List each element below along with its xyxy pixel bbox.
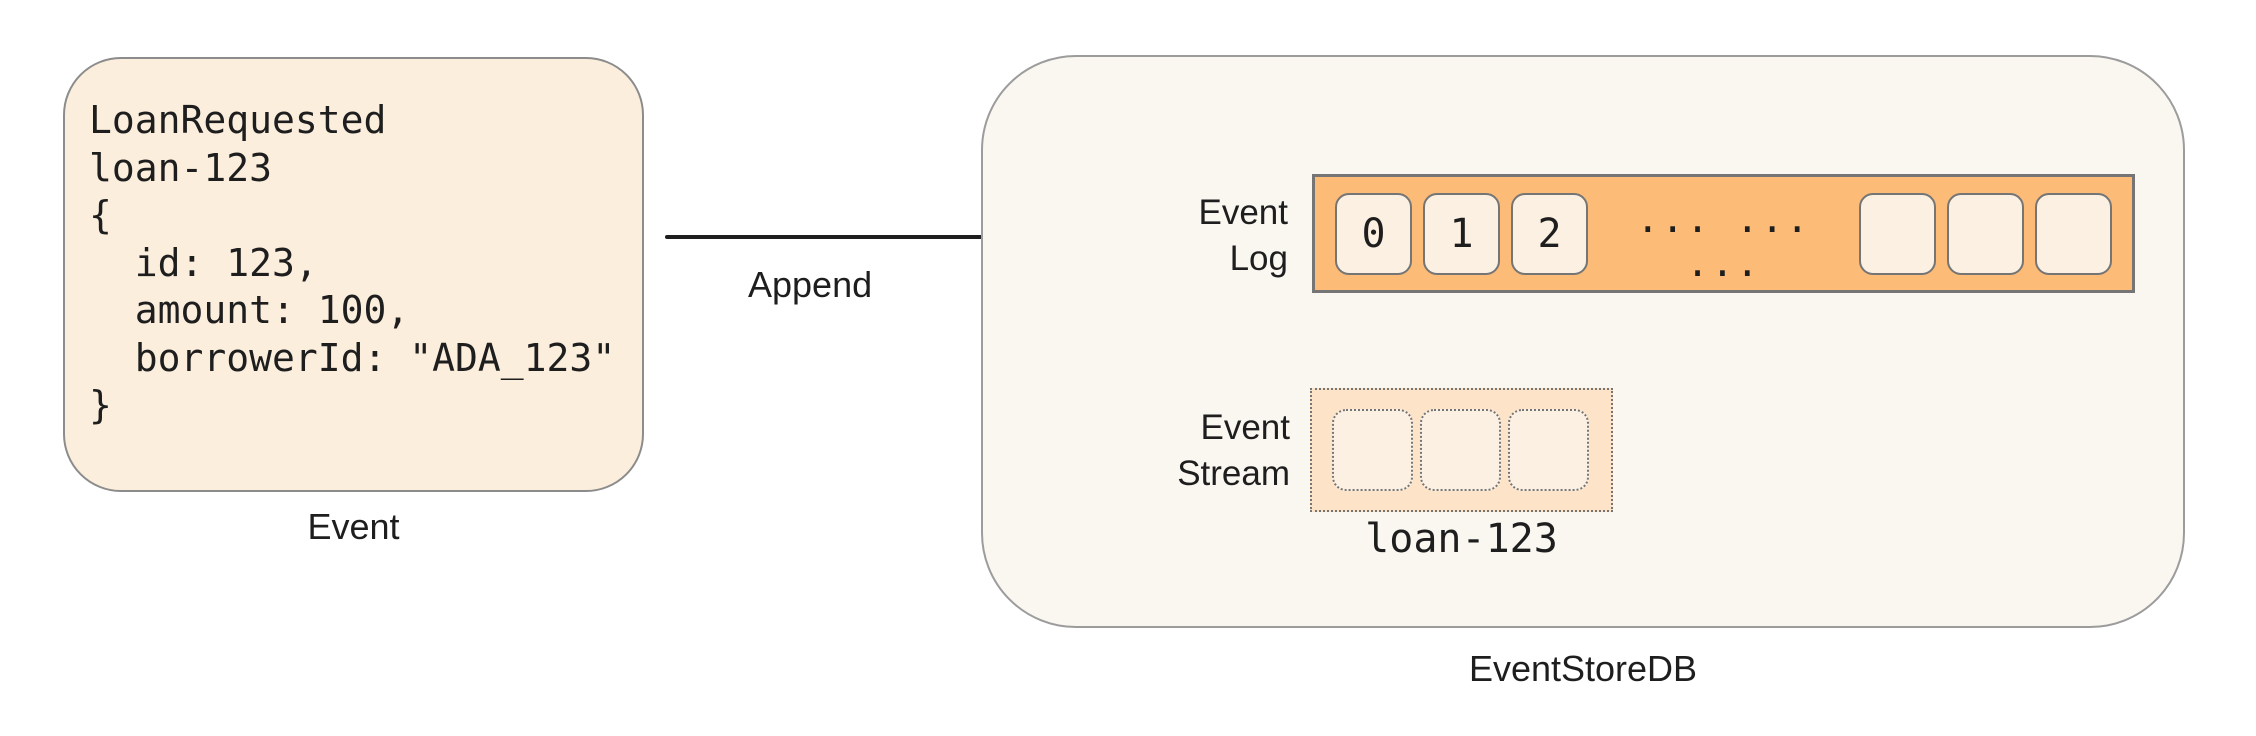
event-log-empty-cell <box>1947 192 2024 275</box>
event-stream-label-line1: Event <box>1200 408 1291 447</box>
append-arrow-label: Append <box>748 264 873 305</box>
event-stream-box <box>1310 388 1613 512</box>
event-stream-label-line2: Stream <box>1177 454 1290 493</box>
event-log-cell: 0 <box>1335 192 1412 275</box>
event-log-cell: 2 <box>1511 192 1588 275</box>
event-log-cell-value: 2 <box>1537 210 1562 257</box>
event-card: LoanRequested loan-123 { id: 123, amount… <box>63 57 644 492</box>
event-stream-empty-cell <box>1508 409 1589 491</box>
event-log-empty-cells <box>1859 192 2112 275</box>
event-log-cell-value: 0 <box>1361 210 1386 257</box>
event-card-label: Event <box>307 506 400 547</box>
event-log-label: Event Log <box>1040 190 1289 282</box>
event-stream-empty-cell <box>1332 409 1413 491</box>
event-stream-empty-cell <box>1420 409 1501 491</box>
event-log-bar: 0 1 2 ... ... ... <box>1312 174 2135 293</box>
event-log-label-line2: Log <box>1229 239 1288 278</box>
event-log-cell: 1 <box>1423 192 1500 275</box>
event-code: LoanRequested loan-123 { id: 123, amount… <box>89 98 616 427</box>
event-stream-label: Event Stream <box>1042 405 1290 497</box>
event-log-label-line1: Event <box>1198 193 1289 232</box>
event-log-empty-cell <box>1859 192 1936 275</box>
event-log-cell-value: 1 <box>1449 210 1474 257</box>
event-stream-name: loan-123 <box>1365 516 1558 562</box>
event-log-empty-cell <box>2035 192 2112 275</box>
eventstoredb-label: EventStoreDB <box>1468 648 1698 689</box>
eventstoredb-container <box>981 55 2185 628</box>
event-log-ellipsis: ... ... ... <box>1636 196 1811 285</box>
